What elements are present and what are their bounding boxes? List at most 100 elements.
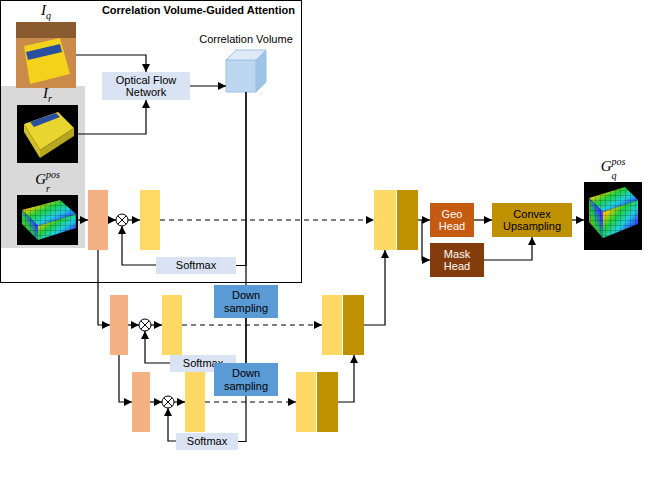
connector	[245, 318, 246, 363]
output-geometry-picture	[603, 200, 638, 238]
module-frame: Correlation Volume-Guided AttentionIqIrG…	[0, 0, 302, 283]
softmax-box: Softmax	[156, 257, 236, 274]
feature-wires	[168, 408, 176, 441]
mask-head: Mask Head	[430, 243, 484, 277]
connector	[484, 237, 532, 260]
output-geometry-picture	[589, 198, 603, 238]
feature-wires	[78, 219, 88, 220]
box-label: Down sampling	[217, 289, 275, 313]
box-label: Geo Head	[433, 208, 471, 232]
superscript: pos	[611, 156, 625, 167]
box-label: Softmax	[187, 435, 227, 447]
feature-wires	[108, 219, 116, 220]
reference-geometry-picture	[22, 210, 38, 240]
symbol: G	[35, 171, 46, 187]
connector	[236, 92, 246, 266]
math-label: Gposr	[0, 172, 98, 188]
volume-cube	[226, 60, 256, 92]
symbol: I	[41, 2, 46, 18]
query-photo	[16, 22, 76, 88]
process-box: Optical Flow Network	[102, 72, 190, 100]
volume-label: Correlation Volume	[199, 33, 293, 45]
connector	[76, 55, 146, 72]
feature-wires	[422, 220, 430, 260]
multiply-symbol	[141, 321, 149, 329]
feature-wires	[338, 355, 354, 402]
feature-blocks	[317, 372, 338, 432]
reference-image: Ir	[17, 105, 78, 163]
connector	[474, 219, 492, 220]
box-label: Convex Upsampling	[495, 208, 569, 232]
feature-blocks	[374, 190, 396, 250]
subscript: r	[48, 93, 52, 104]
feature-wires	[145, 331, 170, 363]
feature-wires	[128, 219, 140, 220]
multiply-symbol	[162, 396, 174, 408]
reference-geometry-map: Gposr	[17, 195, 78, 245]
feature-wires	[182, 324, 322, 325]
query-photo	[24, 38, 70, 84]
feature-blocks	[140, 190, 160, 250]
symbol: G	[601, 158, 612, 174]
multiply-symbol	[116, 214, 174, 408]
reference-geometry-picture	[38, 214, 76, 240]
feature-wires	[151, 324, 162, 325]
feature-blocks	[162, 295, 182, 355]
math-label: Gposq	[564, 159, 649, 175]
subscript: r	[46, 181, 50, 196]
feature-wires	[150, 401, 162, 402]
script-stack: posr	[46, 172, 60, 188]
subscript: q	[611, 168, 616, 183]
feature-wires	[364, 250, 385, 325]
multiply-symbol	[139, 319, 151, 331]
reference-photo	[30, 113, 60, 127]
geo-head: Geo Head	[430, 203, 474, 237]
feature-blocks	[322, 295, 342, 355]
volume-cube	[256, 50, 266, 92]
feature-blocks	[296, 372, 316, 432]
reference-photo	[17, 105, 78, 163]
feature-wires	[119, 355, 132, 402]
feature-wires	[418, 219, 430, 220]
downsampling-box: Down sampling	[214, 363, 278, 396]
output-geometry-map: Gposq	[584, 182, 642, 250]
query-photo	[16, 22, 76, 88]
script-stack: posq	[611, 159, 625, 175]
superscript: pos	[46, 169, 60, 180]
softmax-box: Softmax	[176, 433, 238, 450]
downsampling-box: Down sampling	[214, 285, 278, 318]
box-label: Optical Flow Network	[105, 74, 187, 98]
input-panel	[1, 86, 85, 248]
connector	[190, 85, 226, 86]
connector	[236, 318, 246, 364]
frame-title: Correlation Volume-Guided Attention	[102, 4, 295, 16]
query-image: Iq	[16, 22, 76, 88]
box-label: Down sampling	[217, 367, 275, 391]
connector	[78, 100, 146, 134]
feature-wires	[205, 401, 296, 402]
feature-blocks	[397, 190, 418, 250]
feature-wires	[174, 401, 185, 402]
connector	[238, 396, 246, 442]
output-geometry-picture	[584, 182, 642, 250]
math-label: Iq	[0, 3, 96, 19]
multiply-symbol	[118, 216, 126, 224]
reference-geometry-picture	[17, 195, 78, 245]
feature-wires	[122, 226, 156, 265]
multiply-symbol	[116, 214, 128, 226]
feature-wires	[160, 219, 374, 220]
feature-wires	[128, 324, 139, 325]
reference-photo	[17, 105, 78, 163]
feature-wires	[78, 220, 430, 441]
feature-blocks	[185, 372, 205, 432]
symbol: I	[43, 85, 48, 101]
reference-photo	[24, 124, 40, 158]
query-photo	[16, 22, 76, 38]
connector	[245, 92, 246, 285]
volume-cube	[226, 50, 266, 92]
feature-blocks	[88, 190, 418, 432]
subscript: q	[46, 10, 51, 21]
feature-blocks	[88, 190, 108, 250]
